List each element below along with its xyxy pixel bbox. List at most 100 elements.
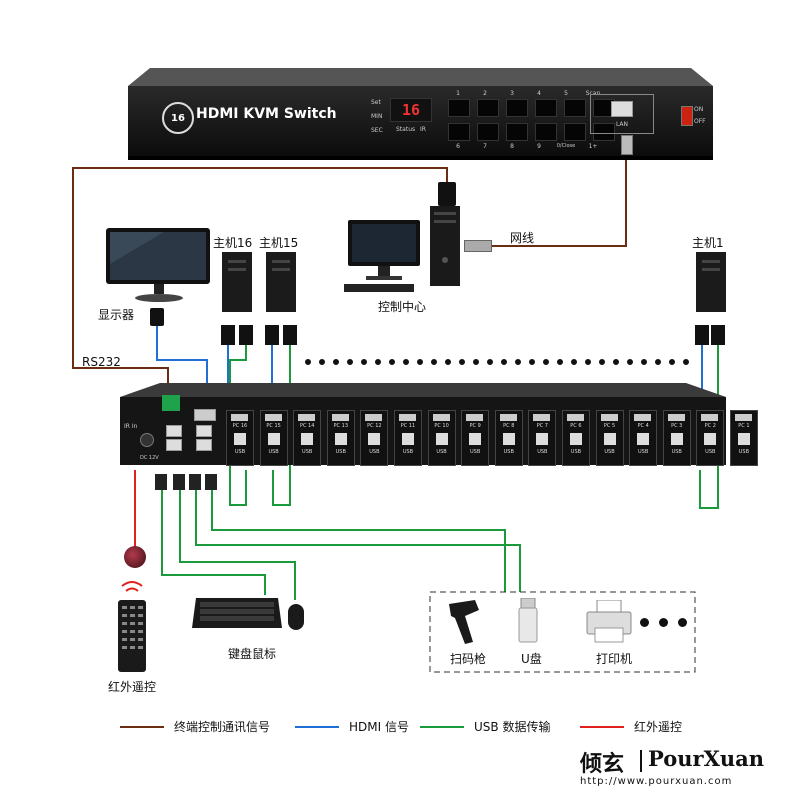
rear-panel-body — [120, 383, 726, 465]
hdmi-port[interactable] — [365, 414, 383, 421]
bottom-label-1-plus: 1+ — [588, 143, 598, 150]
usb-b-port[interactable] — [267, 433, 280, 445]
usb-b-port[interactable] — [301, 433, 314, 445]
button-5[interactable] — [564, 99, 586, 117]
button-8[interactable] — [506, 123, 528, 141]
hdmi-port[interactable] — [298, 414, 316, 421]
hdmi-port[interactable] — [600, 414, 618, 421]
button-9[interactable] — [535, 123, 557, 141]
hdmi-port[interactable] — [231, 414, 248, 421]
usb-b-port[interactable] — [670, 433, 683, 445]
usb-drive — [516, 597, 540, 644]
button-0-close[interactable] — [564, 123, 586, 141]
button-4[interactable] — [535, 99, 557, 117]
bottom-number-8: 8 — [510, 143, 514, 150]
hdmi-port[interactable] — [432, 414, 450, 421]
button-7[interactable] — [477, 123, 499, 141]
console-hdmi-port[interactable] — [194, 409, 216, 421]
pc-port-1: PC 1 USB — [729, 410, 758, 466]
hdmi-port[interactable] — [566, 414, 584, 421]
usb-b-port[interactable] — [435, 433, 448, 445]
keyboard-icon — [192, 598, 282, 628]
monitor-hdmi-cable — [156, 320, 208, 398]
legend-item-ir: 红外遥控 — [580, 718, 682, 735]
console-usb-port-1[interactable] — [166, 425, 182, 437]
button-3[interactable] — [506, 99, 528, 117]
bottom-number-6: 6 — [456, 143, 460, 150]
dc-power-jack[interactable] — [140, 433, 154, 447]
usb-drive-icon — [518, 597, 538, 643]
hdmi-port[interactable] — [701, 414, 719, 421]
usb-label: USB — [637, 449, 649, 455]
hdmi-port[interactable] — [466, 414, 484, 421]
usb-b-port[interactable] — [536, 433, 549, 445]
button-1-plus[interactable] — [593, 123, 615, 141]
usb-label: USB — [436, 449, 447, 455]
keyboard-mouse-label: 键盘鼠标 — [228, 647, 277, 661]
host15-usb-plug — [283, 325, 297, 345]
legend-item-hdmi: HDMI 信号 — [295, 718, 409, 735]
power-on-label: ON — [694, 106, 704, 113]
button-6[interactable] — [448, 123, 470, 141]
pc-port-label: PC 4 — [637, 423, 649, 429]
usb-b-port[interactable] — [469, 433, 482, 445]
hdmi-port[interactable] — [634, 414, 652, 421]
hdmi-port[interactable] — [667, 414, 685, 421]
hdmi-port[interactable] — [264, 414, 282, 421]
legend-label: 终端控制通讯信号 — [174, 720, 271, 734]
logo-number: 16 — [171, 112, 185, 124]
console-usb-plug-4 — [205, 474, 217, 490]
control-center-label: 控制中心 — [378, 300, 427, 314]
usb-b-port[interactable] — [234, 433, 246, 445]
usb-b-port[interactable] — [368, 433, 381, 445]
usb-b-port[interactable] — [502, 433, 515, 445]
hdmi-port[interactable] — [398, 414, 416, 421]
hdmi-port[interactable] — [734, 414, 752, 421]
usb-label: USB — [738, 449, 750, 455]
console-usb-port-2[interactable] — [166, 439, 182, 451]
rs232-terminal-block[interactable] — [162, 395, 180, 411]
rs232-label: RS232 — [82, 355, 121, 369]
monitor-icon — [106, 228, 210, 302]
monitor — [104, 224, 214, 304]
brand-url[interactable]: http://www.pourxuan.com — [580, 776, 733, 787]
pc-port-11: PC 11 USB — [393, 410, 422, 466]
usb-label: USB — [335, 449, 346, 455]
button-1[interactable] — [448, 99, 470, 117]
usb-b-port[interactable] — [334, 433, 347, 445]
lan-port-frame: LAN — [590, 94, 654, 134]
lan-port[interactable] — [611, 101, 633, 117]
usb-b-port[interactable] — [704, 433, 717, 445]
printer — [585, 599, 633, 644]
hdmi-port[interactable] — [499, 414, 517, 421]
udisk-label: U盘 — [521, 652, 542, 666]
usb-b-port[interactable] — [737, 433, 750, 445]
pc-port-15: PC 15 USB — [259, 410, 288, 466]
power-switch[interactable] — [681, 106, 693, 126]
hdmi-port[interactable] — [533, 414, 551, 421]
button-2[interactable] — [477, 99, 499, 117]
usb-b-port[interactable] — [401, 433, 414, 445]
usb-b-port[interactable] — [637, 433, 650, 445]
pc-port-14: PC 14 USB — [293, 410, 322, 466]
pc-port-label: PC 1 — [738, 423, 750, 429]
top-number-1: 1 — [456, 90, 460, 97]
pc-port-5: PC 5 USB — [595, 410, 624, 466]
usb-label: USB — [470, 449, 481, 455]
pc-port-9: PC 9 USB — [461, 410, 490, 466]
console-usb-port-3[interactable] — [196, 425, 212, 437]
ir-label: IR — [420, 126, 426, 133]
pc-port-label: PC 2 — [704, 423, 716, 429]
usb-b-port[interactable] — [569, 433, 582, 445]
pc-port-columns: PC 16 USB PC 15 USB PC 14 USB PC 13 USB … — [226, 410, 758, 466]
host15-tower — [266, 252, 296, 312]
brand-divider — [640, 750, 642, 772]
usb-b-port[interactable] — [603, 433, 616, 445]
console-usb-port-4[interactable] — [196, 439, 212, 451]
pc-port-label: PC 3 — [671, 423, 683, 429]
pc-port-2: PC 2 USB — [696, 410, 725, 466]
hdmi-port[interactable] — [331, 414, 349, 421]
kvm-switch-rear: IR In DC 12V — [120, 383, 726, 465]
top-number-5: 5 — [564, 90, 568, 97]
